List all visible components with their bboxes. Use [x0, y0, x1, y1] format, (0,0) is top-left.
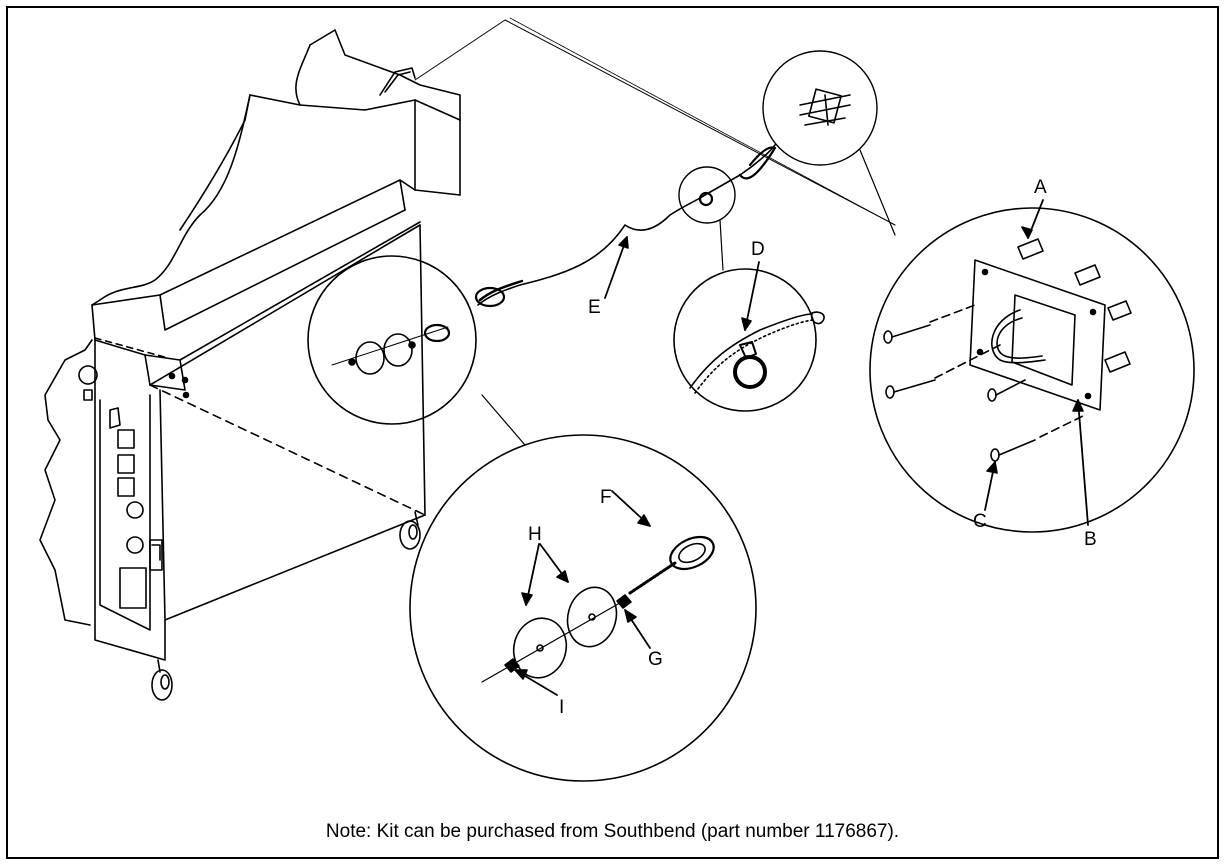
fryer-unit	[39, 29, 461, 701]
label-c: C	[973, 511, 987, 532]
label-b: B	[1084, 529, 1097, 550]
label-h: H	[528, 524, 542, 545]
label-f: F	[600, 487, 612, 508]
wall-outline	[414, 19, 896, 226]
purchase-note: Note: Kit can be purchased from Southben…	[325, 821, 900, 842]
detail-eyebolt-assembly	[409, 434, 757, 782]
figure-frame	[6, 6, 1219, 859]
label-g: G	[648, 649, 663, 670]
dashed-projection	[149, 384, 426, 516]
detail-circle-wall-ref	[762, 50, 878, 166]
detail-eyebolt-wall	[673, 261, 825, 412]
caster-wheels	[151, 511, 421, 701]
label-i: I	[559, 697, 565, 718]
detail-circle-eyebolt-ref	[678, 166, 736, 224]
label-e: E	[588, 297, 601, 318]
label-a: A	[1034, 177, 1047, 198]
label-d: D	[751, 239, 765, 260]
detail-wall-plate	[869, 199, 1195, 533]
restraint-cable	[474, 144, 777, 308]
wall-anchors	[1017, 238, 1132, 373]
screws	[883, 324, 1036, 462]
detail-eyebolt-fryer-small	[307, 255, 477, 425]
